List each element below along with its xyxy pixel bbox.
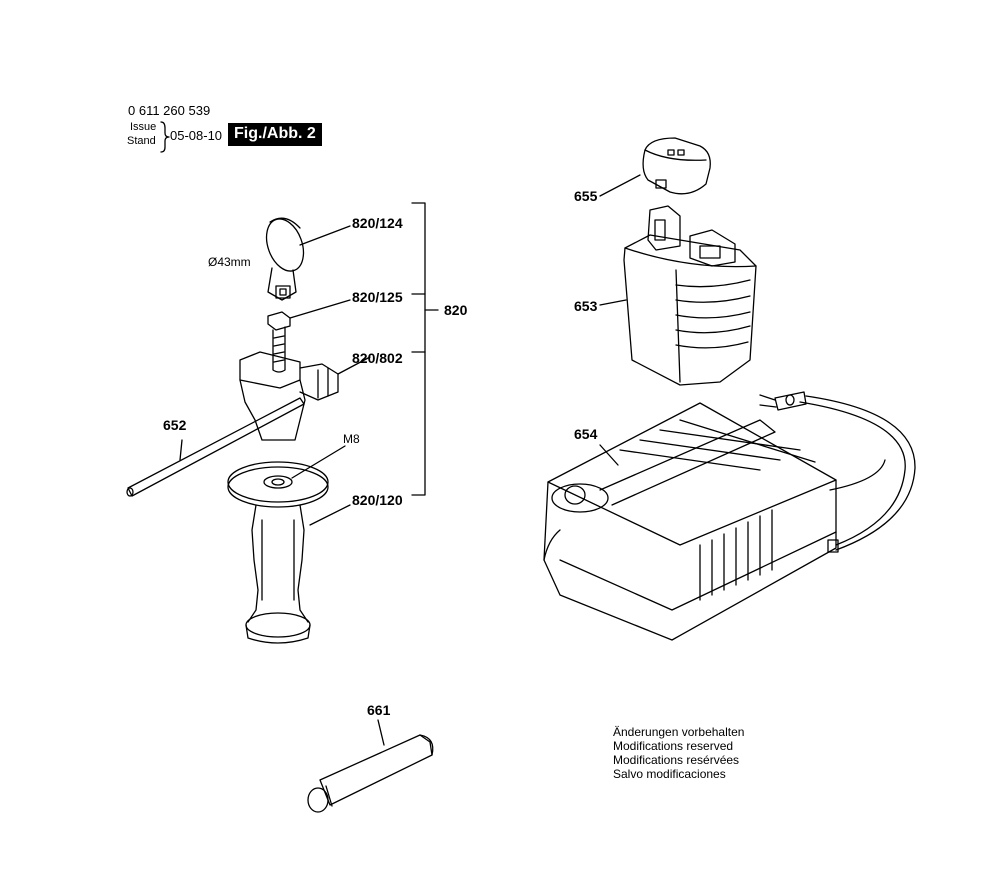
part-number: 0 611 260 539 — [128, 103, 211, 118]
handle-head-part — [239, 351, 371, 441]
label-652: 652 — [163, 417, 187, 433]
label-653: 653 — [574, 298, 598, 314]
label-661: 661 — [367, 702, 391, 718]
notes-block: Änderungen vorbehalten Modifications res… — [613, 725, 744, 781]
label-820: 820 — [444, 302, 468, 318]
stand-label: Stand — [127, 135, 156, 147]
battery-pack-part — [599, 205, 757, 386]
battery-cap-part — [599, 137, 711, 197]
issue-label: Issue — [130, 121, 157, 133]
grease-tube-part — [307, 719, 434, 813]
issue-date: 05-08-10 — [170, 128, 223, 143]
side-handle-grip-part — [227, 445, 351, 644]
diameter-label: Ø43mm — [208, 255, 251, 269]
note-line: Modifications resérvées — [613, 753, 740, 767]
depth-rod-part — [126, 397, 305, 497]
label-820-120: 820/120 — [352, 492, 403, 508]
m8-label: M8 — [343, 432, 360, 446]
bolt-part — [267, 299, 351, 373]
charger-part — [543, 402, 839, 641]
issue-brace — [160, 121, 170, 153]
note-line: Salvo modificaciones — [613, 767, 726, 781]
power-cable — [759, 391, 916, 551]
clamp-ring-part — [265, 217, 351, 301]
label-654: 654 — [574, 426, 598, 442]
label-820-802: 820/802 — [352, 350, 403, 366]
label-655: 655 — [574, 188, 598, 204]
label-820-125: 820/125 — [352, 289, 403, 305]
bracket-820 — [411, 202, 439, 496]
note-line: Modifications reserved — [613, 739, 734, 753]
label-820-124: 820/124 — [352, 215, 403, 231]
figure-label: Fig./Abb. 2 — [228, 123, 322, 146]
note-line: Änderungen vorbehalten — [613, 725, 745, 739]
